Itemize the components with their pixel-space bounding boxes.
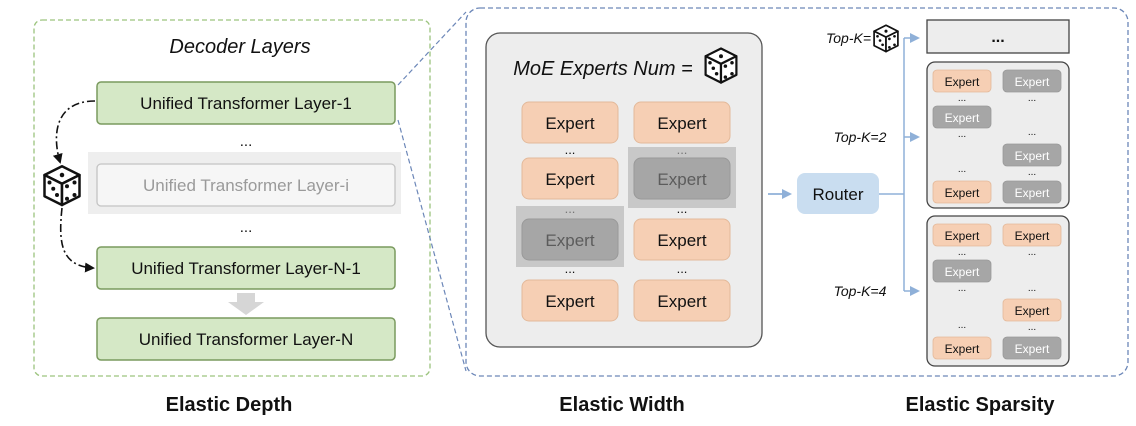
expert-box[interactable] [521,101,619,144]
sparsity-ellipsis: ... [1028,322,1036,333]
sparsity-ellipsis: ... [958,247,966,258]
layer-1-box[interactable] [96,81,396,125]
expert-box[interactable] [521,157,619,200]
sparsity-ellipsis: ... [958,320,966,331]
expert-label: Expert [545,170,594,189]
zoom-line-bottom [397,119,467,372]
dice-icon [43,165,81,207]
skip-arrow-top [52,100,96,164]
expert-box-small[interactable] [932,223,992,247]
layer-n-1-box[interactable] [96,246,396,290]
expert-box-small-inactive[interactable] [1002,69,1062,93]
expert-label: Expert [945,265,980,279]
expert-label: Expert [945,229,980,243]
expert-box-small-inactive[interactable] [932,105,992,129]
expert-box[interactable] [521,279,619,322]
sparsity-ellipsis: ... [958,283,966,294]
expert-label: Expert [545,114,594,133]
sparsity-ellipsis: ... [1028,247,1036,258]
moe-title: MoE Experts Num = [513,58,693,80]
expert-label: Expert [1015,75,1050,89]
layer-i-box[interactable] [96,163,396,207]
depth-panel [33,19,431,377]
topk4-label: Top-K=4 [834,283,887,299]
expert-box-small-inactive[interactable] [1002,336,1062,360]
expert-box[interactable] [633,279,731,322]
dice-icon [704,47,738,84]
sparsity-ellipsis: ... [958,93,966,104]
expert-box-small[interactable] [932,336,992,360]
expert-label: Expert [545,231,594,250]
expert-label: Expert [657,231,706,250]
expert-box[interactable] [633,218,731,261]
router-box[interactable] [797,173,879,214]
expert-label: Expert [545,292,594,311]
sparsity-ellipsis: ... [1028,93,1036,104]
layer-1-label: Unified Transformer Layer-1 [140,94,352,113]
expert-label: Expert [1015,304,1050,318]
router-label: Router [812,185,863,204]
expert-label: Expert [657,114,706,133]
width-ellipsis: ... [677,142,688,157]
expert-label: Expert [1015,186,1050,200]
expert-box-small-inactive[interactable] [1002,143,1062,167]
topk4-group [926,215,1070,367]
expert-box-inactive[interactable] [521,218,619,261]
expert-label: Expert [1015,229,1050,243]
width-ellipsis: ... [677,201,688,216]
width-caption: Elastic Width [559,394,684,416]
expert-label: Expert [945,75,980,89]
width-ellipsis: ... [565,201,576,216]
sparsity-ellipsis: ... [1028,127,1036,138]
depth-panel-title: Decoder Layers [169,36,310,58]
sparsity-ellipsis: ... [1028,283,1036,294]
width-ellipsis: ... [677,261,688,276]
width-ellipsis: ... [565,261,576,276]
expert-label: Expert [1015,342,1050,356]
dice-icon [873,24,899,53]
expert-label: Expert [945,111,980,125]
expert-box-small[interactable] [932,69,992,93]
down-arrow-icon [228,293,264,315]
sparsity-ellipsis: ... [958,164,966,175]
topk2-group [926,61,1070,209]
topk-random-label: Top-K= [826,30,871,46]
depth-caption: Elastic Depth [166,394,293,416]
expert-label: Expert [1015,149,1050,163]
expert-label: Expert [945,342,980,356]
expert-label: Expert [657,170,706,189]
moe-outer-panel [465,7,1129,377]
expert-label: Expert [657,292,706,311]
topk-random-ellipsis: ... [991,29,1004,46]
expert-box-small-inactive[interactable] [1002,180,1062,204]
expert-box-small[interactable] [1002,223,1062,247]
topk2-label: Top-K=2 [834,129,887,145]
expert-label: Expert [945,186,980,200]
zoom-line-top [397,11,467,86]
expert-box-small-inactive[interactable] [932,259,992,283]
expert-box-inactive[interactable] [633,157,731,200]
sparsity-caption: Elastic Sparsity [906,394,1056,416]
depth-ellipsis-1: ... [240,133,253,150]
depth-ellipsis-2: ... [240,219,253,236]
expert-box[interactable] [633,101,731,144]
width-ellipsis: ... [565,142,576,157]
layer-i-label: Unified Transformer Layer-i [143,176,349,195]
layer-n-label: Unified Transformer Layer-N [139,330,353,349]
expert-box-small[interactable] [1002,298,1062,322]
topk-random-box[interactable] [926,19,1070,54]
expert-box-small[interactable] [932,180,992,204]
layer-n-box[interactable] [96,317,396,361]
sparsity-ellipsis: ... [958,129,966,140]
sparsity-ellipsis: ... [1028,167,1036,178]
layer-n-1-label: Unified Transformer Layer-N-1 [131,259,361,278]
skip-arrow-bottom [59,207,95,273]
